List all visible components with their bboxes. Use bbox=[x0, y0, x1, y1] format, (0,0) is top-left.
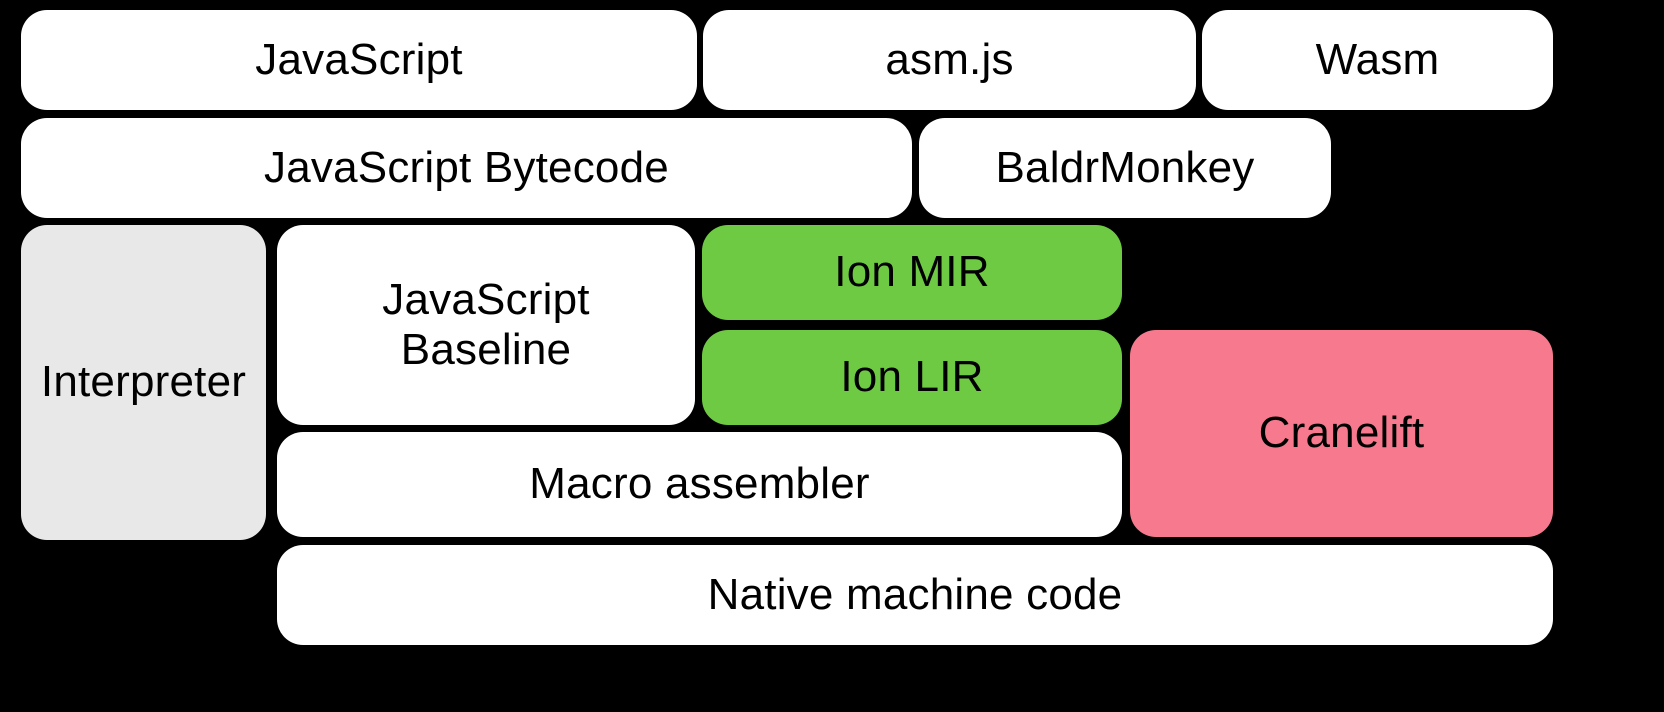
node-macro-assembler[interactable]: Macro assembler bbox=[277, 432, 1122, 537]
node-javascript-bytecode[interactable]: JavaScript Bytecode bbox=[21, 118, 912, 218]
node-ion-mir[interactable]: Ion MIR bbox=[702, 225, 1122, 320]
node-javascript-baseline[interactable]: JavaScript Baseline bbox=[277, 225, 695, 425]
node-wasm[interactable]: Wasm bbox=[1202, 10, 1553, 110]
node-baldrmonkey[interactable]: BaldrMonkey bbox=[919, 118, 1331, 218]
node-javascript[interactable]: JavaScript bbox=[21, 10, 697, 110]
node-ion-lir[interactable]: Ion LIR bbox=[702, 330, 1122, 425]
node-cranelift[interactable]: Cranelift bbox=[1130, 330, 1553, 537]
node-asmjs[interactable]: asm.js bbox=[703, 10, 1196, 110]
node-native-machine-code[interactable]: Native machine code bbox=[277, 545, 1553, 645]
node-interpreter[interactable]: Interpreter bbox=[21, 225, 266, 540]
